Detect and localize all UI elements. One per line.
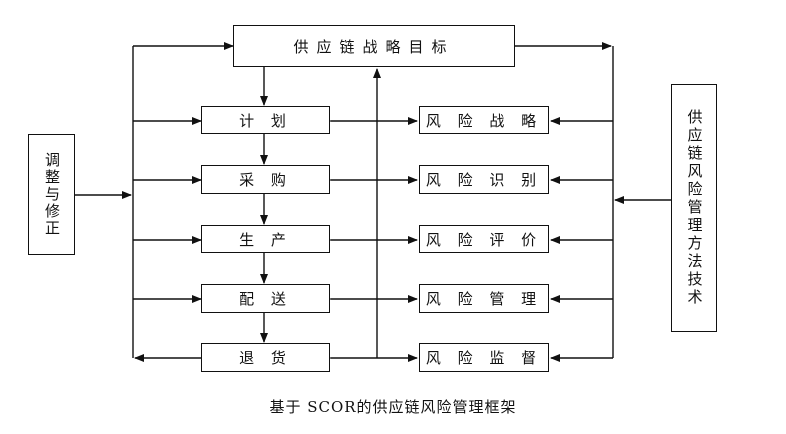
risk-step-manage: 风 险 管 理 (419, 284, 549, 313)
risk-step-identify: 风 险 识 别 (419, 165, 549, 194)
scor-step-source: 采 购 (201, 165, 330, 194)
risk-methods-box: 供应链风险管理方法技术 (671, 84, 717, 332)
risk-step-evaluate: 风 险 评 价 (419, 225, 549, 253)
adjust-revise-box: 调整与修正 (28, 134, 75, 255)
scor-step-return: 退 货 (201, 343, 330, 372)
goal-box: 供应链战略目标 (233, 25, 515, 67)
figure-caption: 基于 SCOR的供应链风险管理框架 (269, 398, 517, 416)
scor-step-plan: 计 划 (201, 106, 330, 134)
scor-step-make: 生 产 (201, 225, 330, 253)
scor-step-deliver: 配 送 (201, 284, 330, 313)
risk-step-monitor: 风 险 监 督 (419, 343, 549, 372)
risk-step-strategy: 风 险 战 略 (419, 106, 549, 134)
